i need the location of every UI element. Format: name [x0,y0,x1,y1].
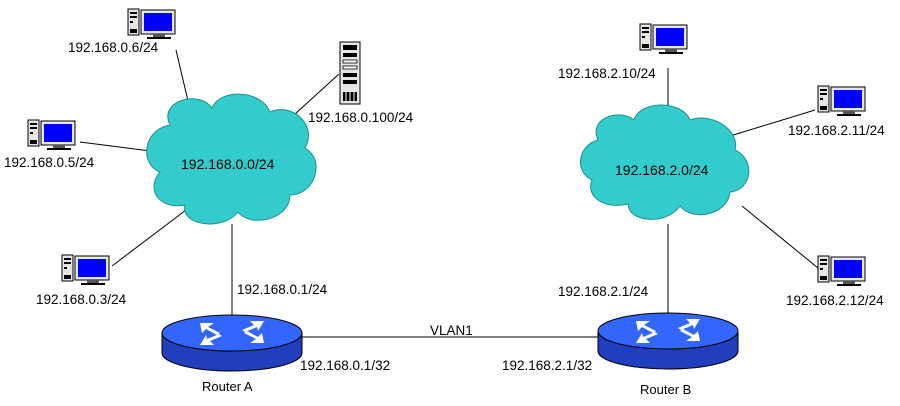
workstation-icon [27,119,76,151]
workstation-icon [127,8,176,40]
links [79,49,819,338]
host-192-168-0-5: 192.168.0.5/24 [4,119,95,170]
link-host-b11 [729,109,816,137]
host-192-168-0-3: 192.168.0.3/24 [36,254,127,307]
workstation-icon [639,23,688,55]
cloud-network-a: 192.168.0.0/24 [146,93,317,225]
host-192-168-2-11: 192.168.2.11/24 [788,85,885,138]
host-192-168-0-100: 192.168.0.100/24 [308,41,414,125]
router-link-ip: 192.168.2.1/32 [502,358,592,373]
server-icon [339,41,361,105]
network-a-label: 192.168.0.0/24 [181,156,275,172]
workstation-icon [61,254,110,286]
host-192-168-2-10: 192.168.2.10/24 [558,23,688,81]
host-label: 192.168.2.11/24 [788,123,885,138]
link-host-b12 [741,205,819,269]
router-lan-ip: 192.168.2.1/24 [558,284,649,299]
network-b-label: 192.168.2.0/24 [615,162,709,178]
host-label: 192.168.2.12/24 [786,293,884,308]
host-label: 192.168.0.6/24 [68,40,159,55]
router-b: Router B 192.168.2.1/24 192.168.2.1/32 [502,284,739,397]
host-192-168-0-6: 192.168.0.6/24 [68,8,176,55]
router-lan-ip: 192.168.0.1/24 [237,282,328,297]
workstation-icon [817,85,866,117]
link-host-a3 [111,209,187,267]
host-label: 192.168.2.10/24 [558,66,656,81]
link-host-a5 [79,141,159,153]
host-label: 192.168.0.5/24 [4,155,95,170]
host-label: 192.168.0.100/24 [308,110,414,125]
router-icon [597,312,739,370]
cloud-network-b: 192.168.2.0/24 [580,104,750,220]
host-192-168-2-12: 192.168.2.12/24 [786,255,884,308]
router-name: Router A [202,379,253,394]
router-icon [161,314,303,372]
router-name: Router B [640,382,691,397]
router-link-ip: 192.168.0.1/32 [300,358,390,373]
vlan-label: VLAN1 [430,323,473,338]
host-label: 192.168.0.3/24 [36,292,127,307]
router-a: Router A 192.168.0.1/24 192.168.0.1/32 [161,282,390,394]
workstation-icon [817,255,866,287]
